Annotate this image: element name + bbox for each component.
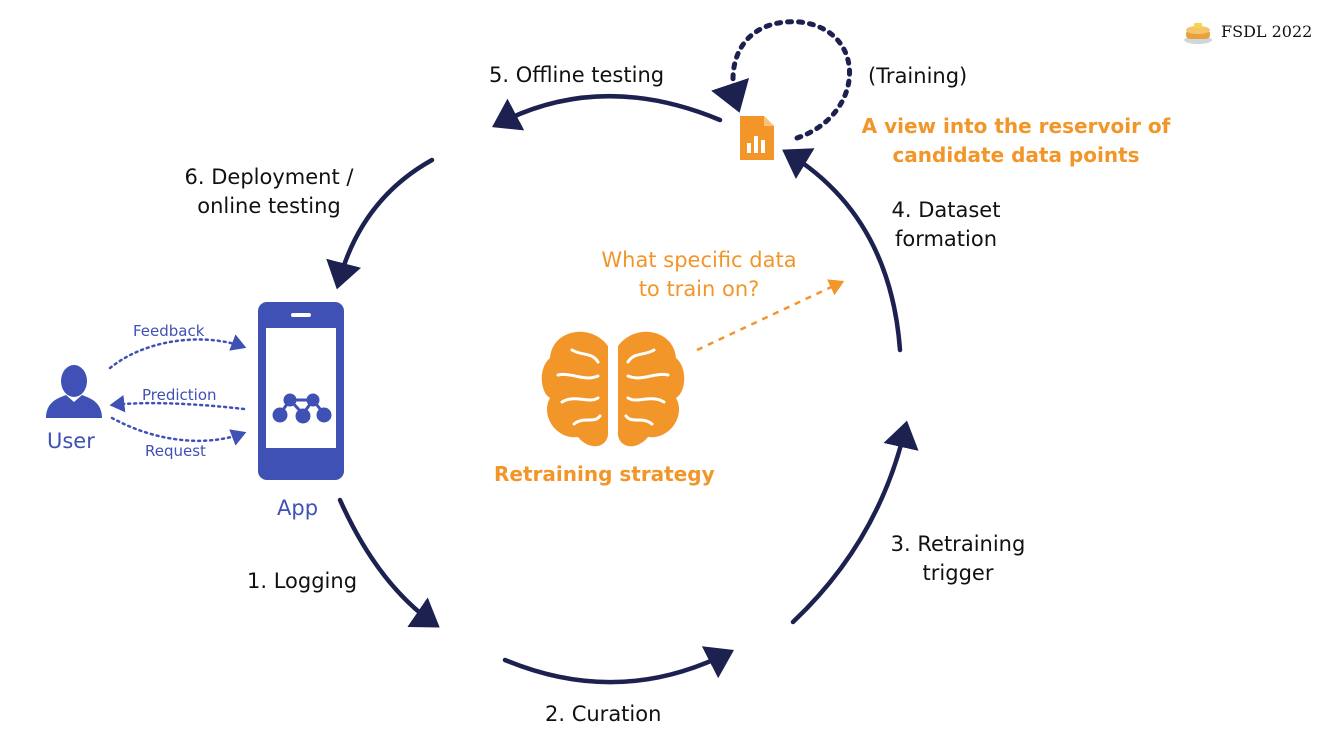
prediction-label: Prediction [142,386,217,404]
question-arrow [696,279,845,352]
arrow-deployment [326,157,435,290]
dataset-formation-line2: formation [894,227,998,251]
training-label: (Training) [868,64,968,88]
reservoir-line1: A view into the reservoir of [861,114,1171,138]
deployment-line1: 6. Deployment / [184,165,354,189]
reservoir-line2: candidate data points [892,143,1140,167]
deployment-line2: online testing [197,194,341,218]
training-loop-arrow [711,19,852,141]
arrow-dataset-formation [782,148,903,353]
step-dataset-formation-label: 4. Dataset formation [870,196,1022,254]
feedback-label: Feedback [133,322,205,340]
user-icon [46,365,102,418]
brand-logo: FSDL 2022 [1183,16,1312,46]
retraining-trigger-line1: 3. Retraining [890,532,1026,556]
brain-icon [541,331,685,447]
step-offline-testing-label: 5. Offline testing [489,63,665,87]
dataset-formation-line1: 4. Dataset [891,198,1001,222]
retraining-strategy-label: Retraining strategy [494,462,715,486]
arrow-offline-testing [492,94,723,131]
arrow-logging [337,497,440,628]
brand-text: FSDL 2022 [1221,21,1313,41]
pancake-stack-icon [1184,23,1212,44]
feedback-arrow [108,334,247,370]
arrow-curation [502,646,735,685]
step-curation-label: 2. Curation [545,702,662,726]
step-retraining-trigger-label: 3. Retraining trigger [870,530,1046,588]
user-label: User [47,429,95,453]
app-phone-icon[interactable] [258,302,344,480]
reservoir-label: A view into the reservoir of candidate d… [838,112,1194,170]
request-arrow [110,416,247,446]
dataset-document-icon [740,116,774,160]
retraining-trigger-line2: trigger [922,561,994,585]
question-line1: What specific data [601,248,797,272]
request-label: Request [145,442,206,460]
step-logging-label: 1. Logging [247,569,358,593]
network-logo-icon [272,393,332,424]
question-label: What specific data to train on? [574,246,824,304]
step-deployment-label: 6. Deployment / online testing [162,163,376,221]
question-line2: to train on? [638,277,760,301]
prediction-arrow [109,394,246,413]
arrow-retraining-trigger [790,420,919,625]
app-label: App [277,496,319,520]
